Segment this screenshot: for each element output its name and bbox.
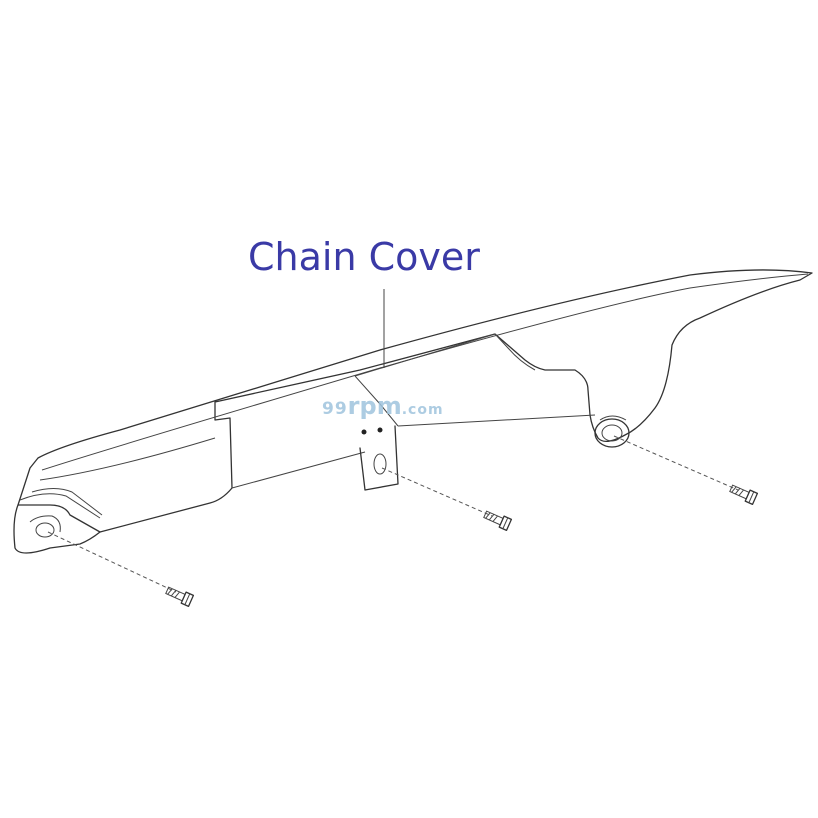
chain-cover xyxy=(13,269,813,554)
callout-label: Chain Cover xyxy=(248,235,480,279)
front-bolt xyxy=(165,586,195,608)
rear-bolt-path xyxy=(613,435,739,491)
watermark-part-a: 99 xyxy=(322,399,348,419)
watermark: 99rpm.com xyxy=(322,394,444,418)
rear-bolt xyxy=(729,484,759,506)
middle-bolt xyxy=(483,510,513,532)
middle-bolt-path xyxy=(381,467,493,517)
watermark-part-b: rpm xyxy=(347,392,402,420)
watermark-part-c: .com xyxy=(401,402,444,418)
front-bolt-path xyxy=(47,531,177,593)
